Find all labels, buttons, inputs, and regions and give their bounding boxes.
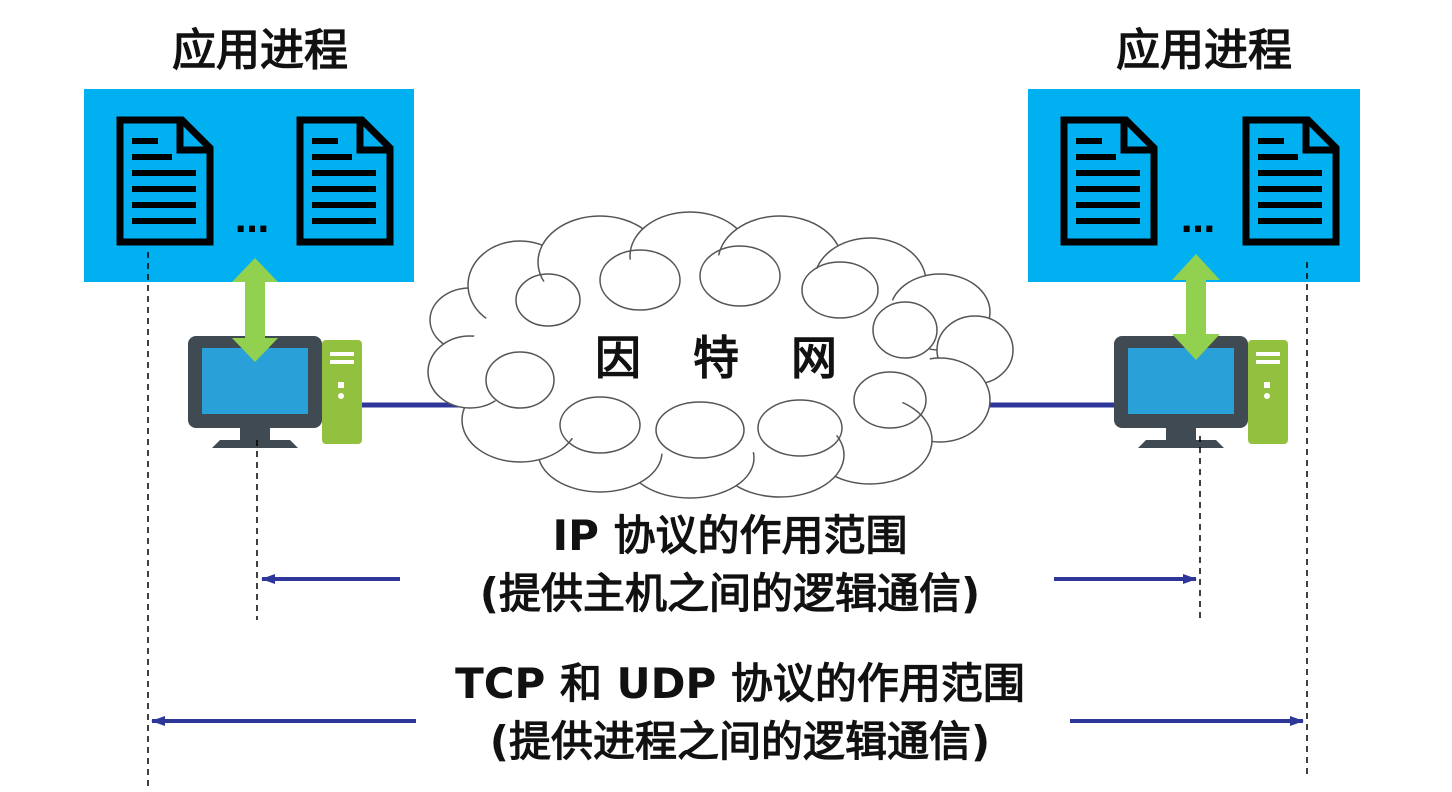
- document-icon: [116, 116, 214, 246]
- right-process-title: 应用进程: [1116, 25, 1292, 76]
- left-ellipsis: …: [235, 201, 269, 241]
- desktop-computer-icon: [1114, 336, 1288, 448]
- double-arrow-icon: [232, 258, 278, 362]
- desktop-computer-icon: [188, 336, 362, 448]
- right-ellipsis: …: [1181, 201, 1215, 241]
- ip-scope-description: (提供主机之间的逻辑通信): [479, 569, 981, 618]
- document-icon: [1060, 116, 1158, 246]
- internet-label: 因 特 网: [594, 331, 856, 385]
- double-arrow-icon: [1172, 254, 1220, 360]
- cloud-icon: [427, 211, 1014, 499]
- tcp-udp-scope-title: TCP 和 UDP 协议的作用范围: [455, 659, 1025, 708]
- document-icon: [1242, 116, 1340, 246]
- ip-scope-title: IP 协议的作用范围: [552, 511, 908, 560]
- document-icon: [296, 116, 394, 246]
- left-process-title: 应用进程: [172, 25, 348, 76]
- tcp-udp-scope-description: (提供进程之间的逻辑通信): [489, 717, 991, 766]
